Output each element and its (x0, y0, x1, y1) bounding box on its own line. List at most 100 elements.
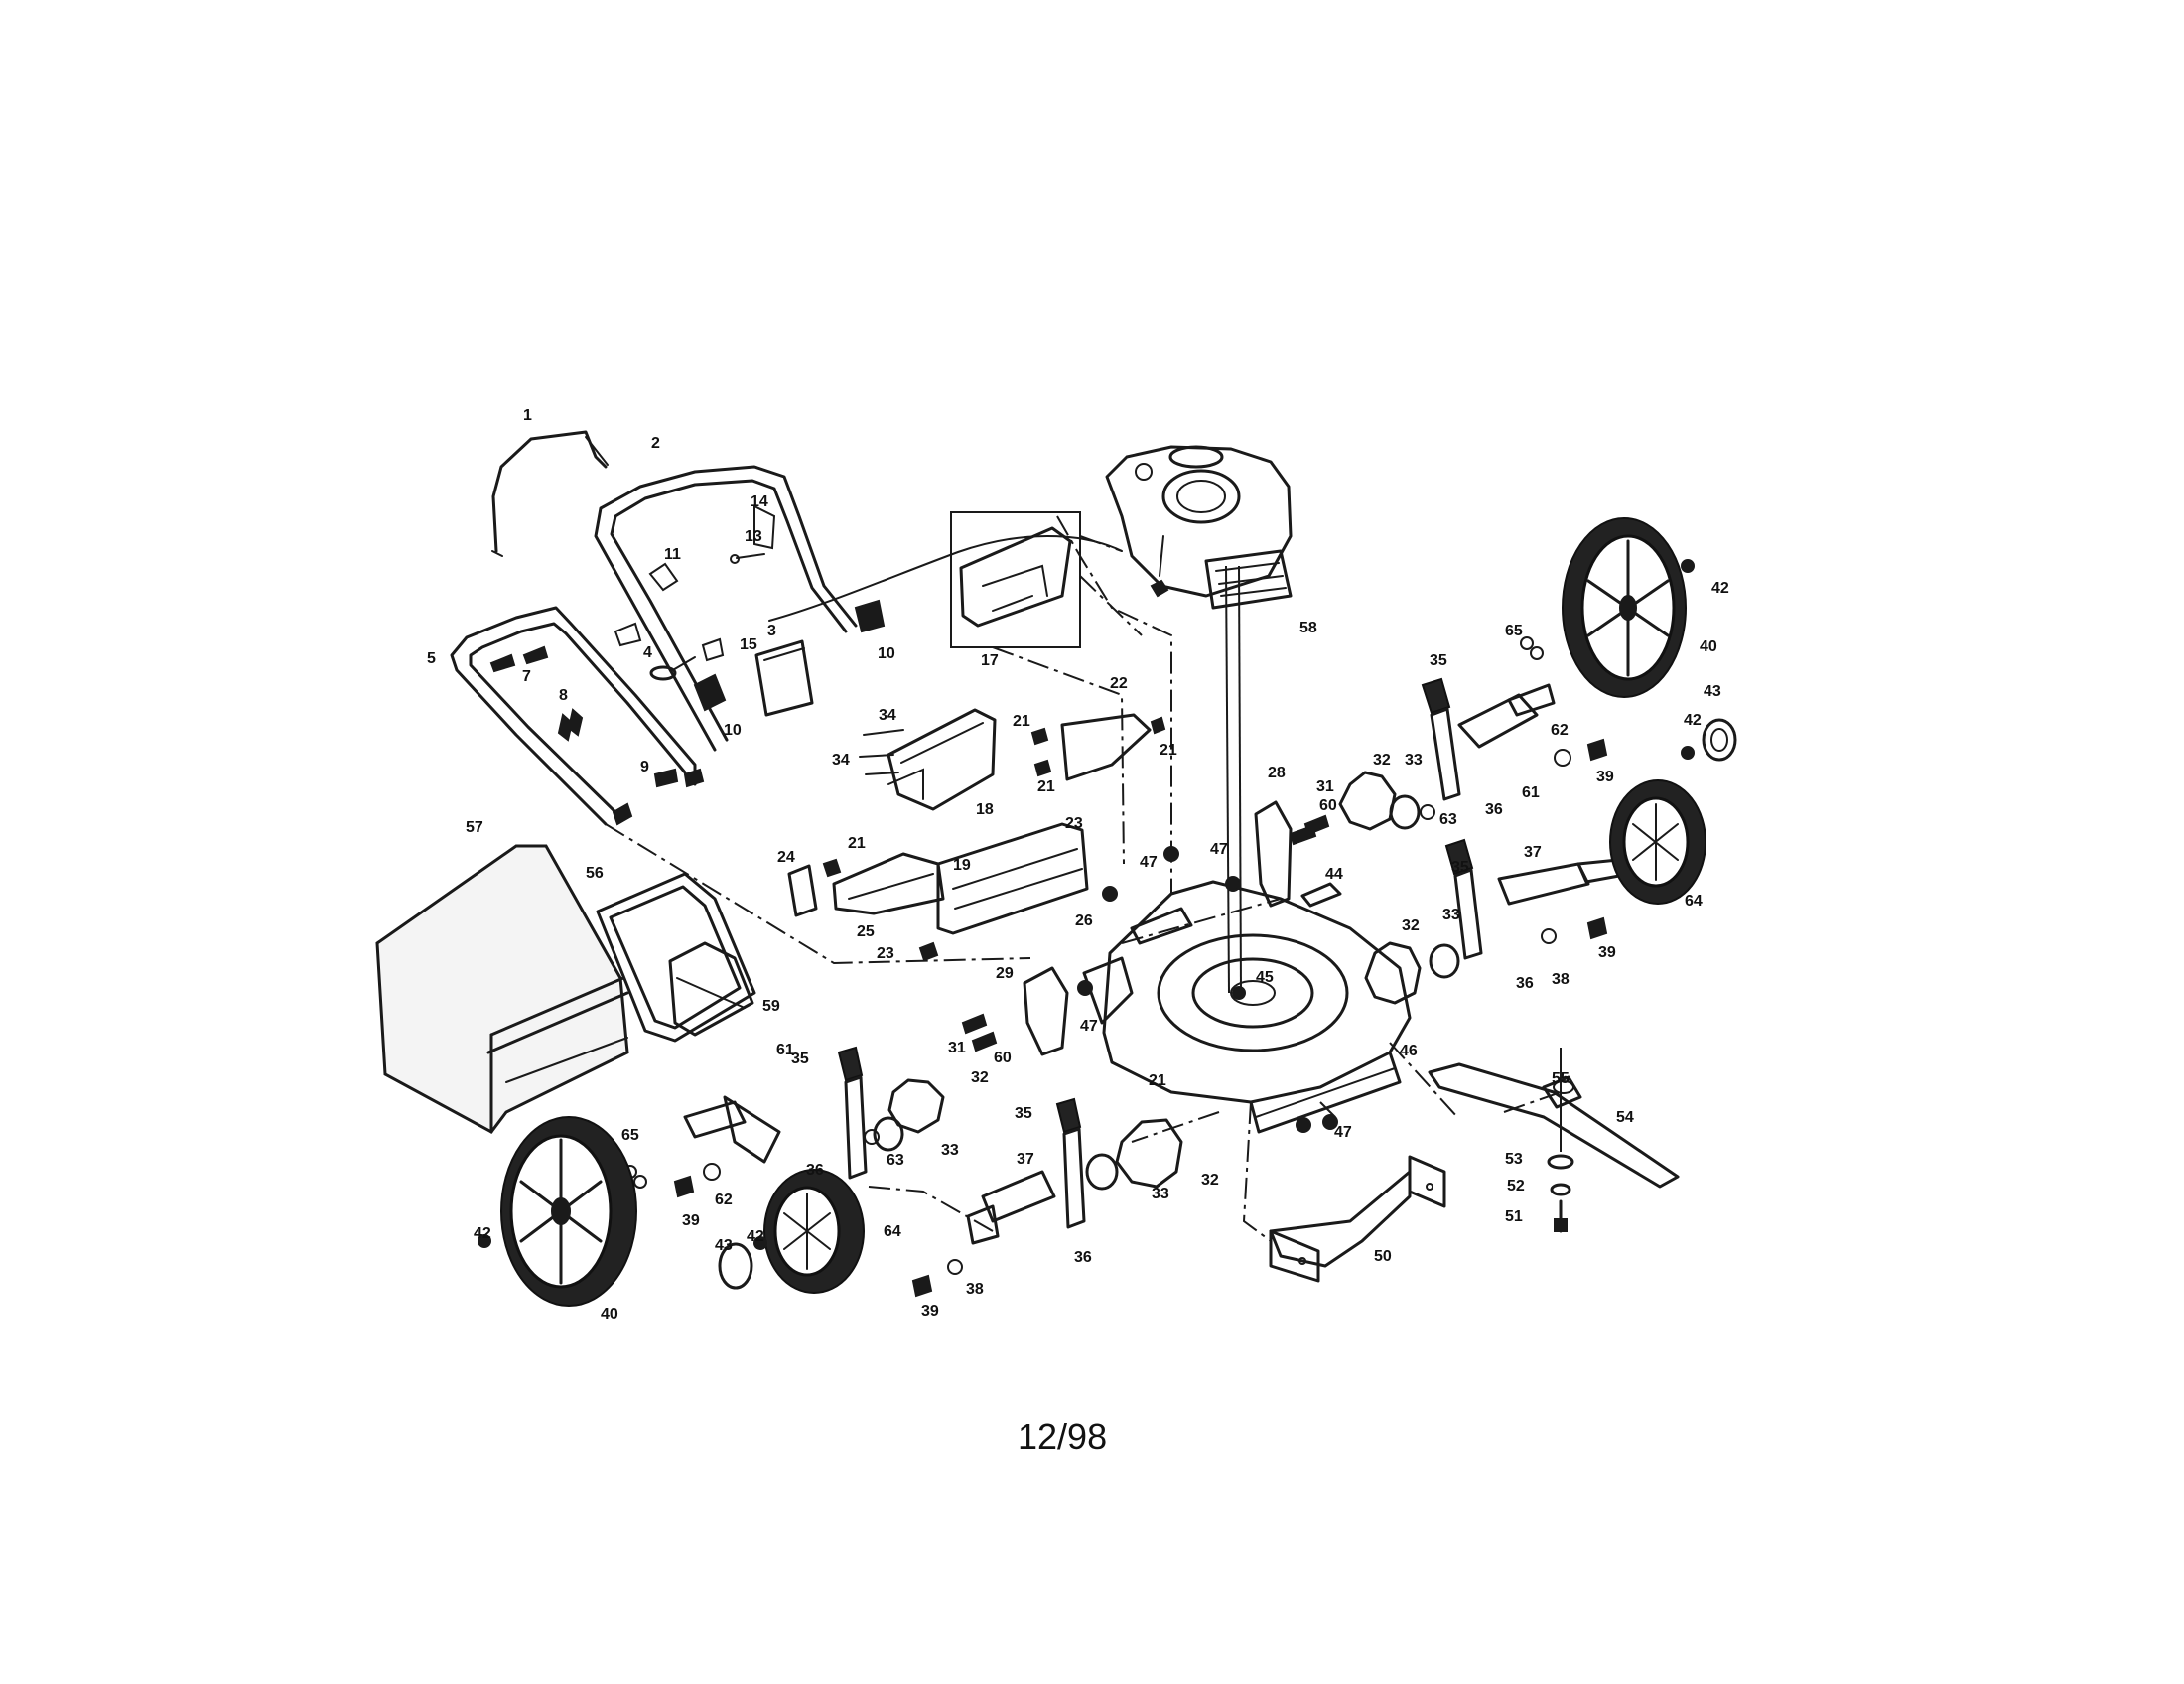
callout-c34a: 34 (879, 707, 896, 724)
callout-c52: 52 (1507, 1178, 1525, 1194)
callout-c23a: 23 (1065, 815, 1083, 832)
callout-c38b: 38 (966, 1281, 984, 1298)
callout-c34b: 34 (832, 752, 850, 769)
callout-c5: 5 (427, 650, 436, 667)
callout-c37b: 37 (1017, 1151, 1034, 1168)
callout-c54: 54 (1616, 1109, 1634, 1126)
adjuster-gear-32-front (1085, 1118, 1183, 1191)
rear-wheel-40-right (1562, 517, 1687, 698)
callout-c25: 25 (857, 923, 875, 940)
callout-c22: 22 (1110, 675, 1128, 692)
callout-c56: 56 (586, 865, 604, 882)
bracket-28 (1254, 800, 1330, 908)
callout-c39b: 39 (1598, 944, 1616, 961)
callout-c47c: 47 (1080, 1018, 1098, 1035)
lever-35-front-right (1444, 838, 1483, 960)
callout-c43b: 43 (715, 1237, 733, 1254)
grass-bag-57 (375, 844, 629, 1134)
cable-clip-4 (614, 622, 725, 681)
callout-c38a: 38 (1552, 971, 1570, 988)
deflector-plate-3 (754, 639, 814, 717)
mower-deck-46 (1102, 880, 1412, 1134)
rear-door-25 (832, 852, 945, 915)
callout-c65b: 65 (621, 1127, 639, 1144)
callout-c53: 53 (1505, 1151, 1523, 1168)
bracket-29 (961, 956, 1134, 1056)
callout-c35c: 35 (791, 1051, 809, 1067)
callout-c18: 18 (976, 801, 994, 818)
callout-c33d: 33 (1152, 1186, 1169, 1202)
callout-c61b: 61 (776, 1042, 794, 1058)
callout-c42d: 42 (747, 1228, 764, 1245)
callout-c9: 9 (640, 759, 649, 775)
inset-box-17 (950, 511, 1081, 648)
callout-c23b: 23 (877, 945, 894, 962)
control-cable (768, 534, 1123, 622)
axle-37-right (1497, 857, 1632, 906)
callout-c17: 17 (981, 652, 999, 669)
lower-handle (450, 606, 697, 826)
callout-c32a: 32 (1373, 752, 1391, 769)
callout-c44: 44 (1325, 866, 1343, 883)
drive-shaft-line (1225, 565, 1242, 994)
callout-c33c: 33 (941, 1142, 959, 1159)
callout-c21a: 21 (1013, 713, 1030, 730)
rear-wheel-40-left (500, 1116, 637, 1307)
engine-58 (1105, 445, 1293, 610)
callout-c37a: 37 (1524, 844, 1542, 861)
callout-c24: 24 (777, 849, 795, 866)
callout-c33a: 33 (1405, 752, 1423, 769)
callout-c11: 11 (664, 546, 681, 563)
callout-c36d: 36 (1074, 1249, 1092, 1266)
bolts-washers (623, 636, 1608, 1298)
lever-35-rear-right (1421, 677, 1461, 801)
upper-handle-bail (491, 430, 609, 557)
callout-c63a: 63 (1439, 811, 1457, 828)
callout-c35d: 35 (1015, 1105, 1032, 1122)
callout-c46: 46 (1400, 1043, 1418, 1059)
callout-c39a: 39 (1596, 769, 1614, 785)
callout-c28: 28 (1268, 765, 1286, 781)
callout-c10b: 10 (724, 722, 742, 739)
bag-frame-56 (596, 872, 756, 1043)
rear-baffle-26 (936, 822, 1089, 935)
handle-knobs (489, 645, 705, 826)
callout-c45: 45 (1256, 969, 1274, 986)
callout-c59: 59 (762, 998, 780, 1015)
callout-c40a: 40 (1700, 638, 1717, 655)
callout-c43a: 43 (1704, 683, 1721, 700)
callout-c2: 2 (651, 435, 660, 452)
callout-c32d: 32 (1201, 1172, 1219, 1189)
callout-c3: 3 (767, 623, 776, 639)
explosion-lines (605, 515, 1562, 1242)
callout-c31a: 31 (1316, 778, 1334, 795)
screws-34 (859, 729, 904, 775)
rear-skirt-50 (1269, 1155, 1446, 1283)
callout-c19: 19 (953, 857, 971, 874)
callout-c51: 51 (1505, 1208, 1523, 1225)
callout-c10a: 10 (878, 645, 895, 662)
callout-c29: 29 (996, 965, 1014, 982)
callout-c32b: 32 (1402, 917, 1420, 934)
callout-c60a: 60 (1319, 797, 1337, 814)
callout-c36b: 36 (1516, 975, 1534, 992)
blade-hardware (1547, 1048, 1574, 1233)
lever-35-front-left (1055, 1097, 1086, 1229)
callout-labels: 1234578910101113141517181921212121212223… (427, 407, 1729, 1323)
bracket-44 (1300, 882, 1342, 908)
callout-c64a: 64 (1685, 893, 1703, 910)
callout-c64b: 64 (884, 1223, 901, 1240)
hinge-24 (787, 858, 939, 962)
callout-c63b: 63 (887, 1152, 904, 1169)
callout-c21d: 21 (848, 835, 866, 852)
callout-c57: 57 (466, 819, 483, 836)
callout-c35b: 35 (1451, 859, 1469, 876)
callout-c62b: 62 (715, 1192, 733, 1208)
adjuster-gear-32-left (873, 1078, 945, 1152)
callout-c32c: 32 (971, 1069, 989, 1086)
callout-c60b: 60 (994, 1050, 1012, 1066)
axle-61-right (1457, 683, 1556, 749)
callout-c14: 14 (751, 493, 768, 510)
callout-c50: 50 (1374, 1248, 1392, 1265)
